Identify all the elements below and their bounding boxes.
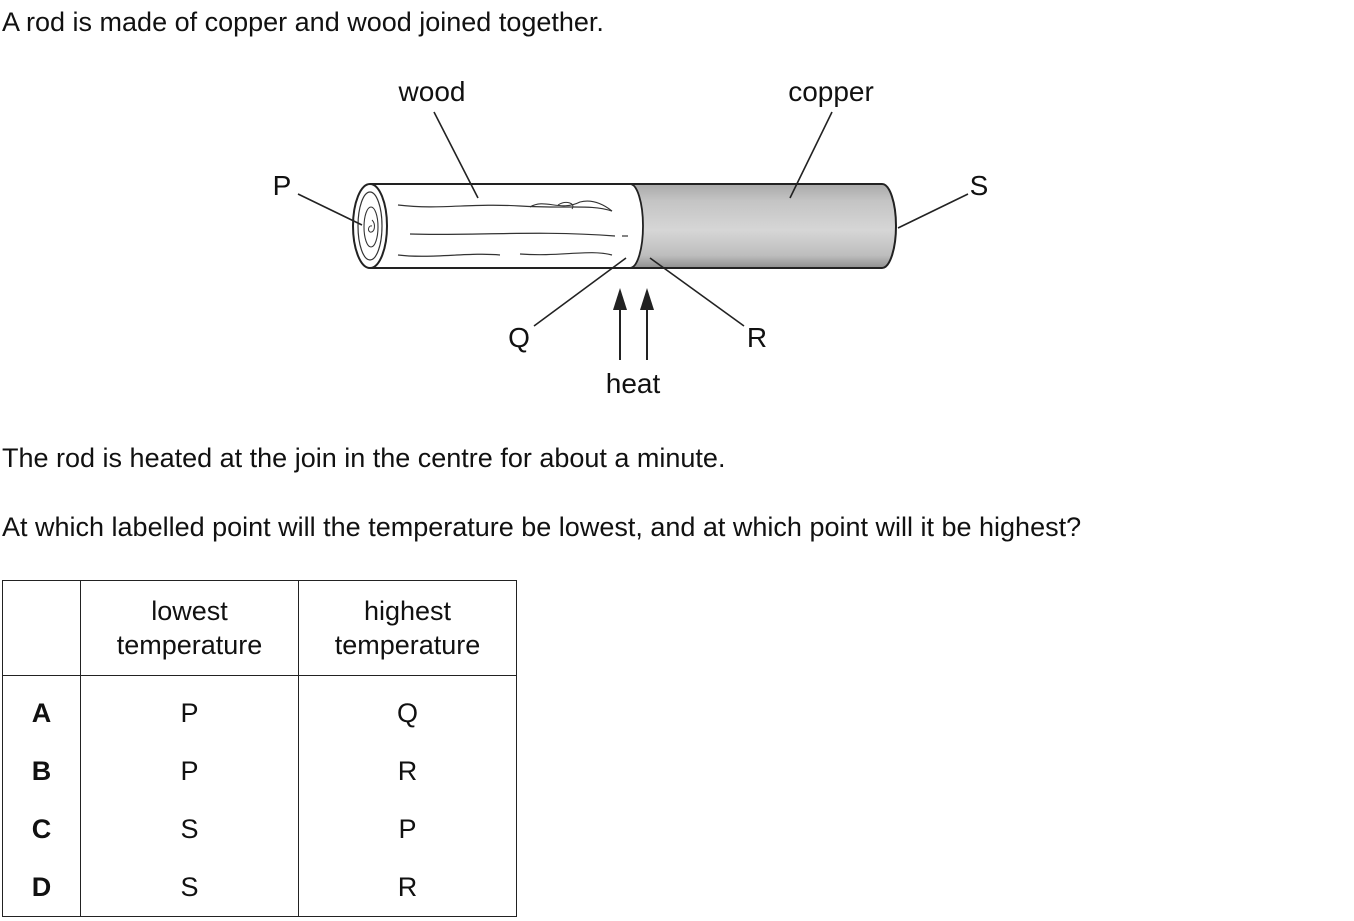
header-highest: highest temperature (298, 580, 517, 676)
table-row: B P R (2, 742, 517, 800)
q-leader (533, 257, 627, 327)
p-leader (297, 193, 363, 226)
heat-label: heat (606, 368, 661, 399)
question-text: At which labelled point will the tempera… (2, 512, 1082, 542)
header-lowest: lowest temperature (80, 580, 299, 676)
heat-arrows (613, 288, 654, 360)
lowest-cell: S (80, 858, 299, 917)
wood-label: wood (398, 76, 466, 107)
option-label: B (2, 742, 81, 800)
wood-leader (433, 111, 479, 199)
table-row: A P Q (2, 675, 517, 742)
lowest-cell: P (80, 675, 299, 742)
point-q-label: Q (508, 322, 530, 353)
s-leader (897, 193, 969, 229)
option-label: A (2, 675, 81, 742)
highest-cell: R (298, 858, 517, 917)
answer-table: lowest temperature highest temperature A… (2, 580, 517, 917)
rod-diagram: wood copper P S Q R heat (273, 76, 989, 399)
lowest-cell: S (80, 800, 299, 858)
r-leader (649, 257, 745, 327)
lowest-cell: P (80, 742, 299, 800)
header-option (2, 580, 81, 676)
statement-text: The rod is heated at the join in the cen… (2, 443, 726, 473)
highest-cell: R (298, 742, 517, 800)
intro-text: A rod is made of copper and wood joined … (2, 7, 604, 37)
option-label: D (2, 858, 81, 917)
copper-label: copper (788, 76, 874, 107)
point-p-label: P (273, 170, 292, 201)
highest-cell: P (298, 800, 517, 858)
highest-cell: Q (298, 675, 517, 742)
table-row: D S R (2, 858, 517, 917)
point-r-label: R (747, 322, 767, 353)
wood-section (352, 183, 644, 269)
option-label: C (2, 800, 81, 858)
table-row: C S P (2, 800, 517, 858)
point-s-label: S (970, 170, 989, 201)
copper-leader (789, 111, 833, 199)
copper-section (630, 183, 897, 269)
